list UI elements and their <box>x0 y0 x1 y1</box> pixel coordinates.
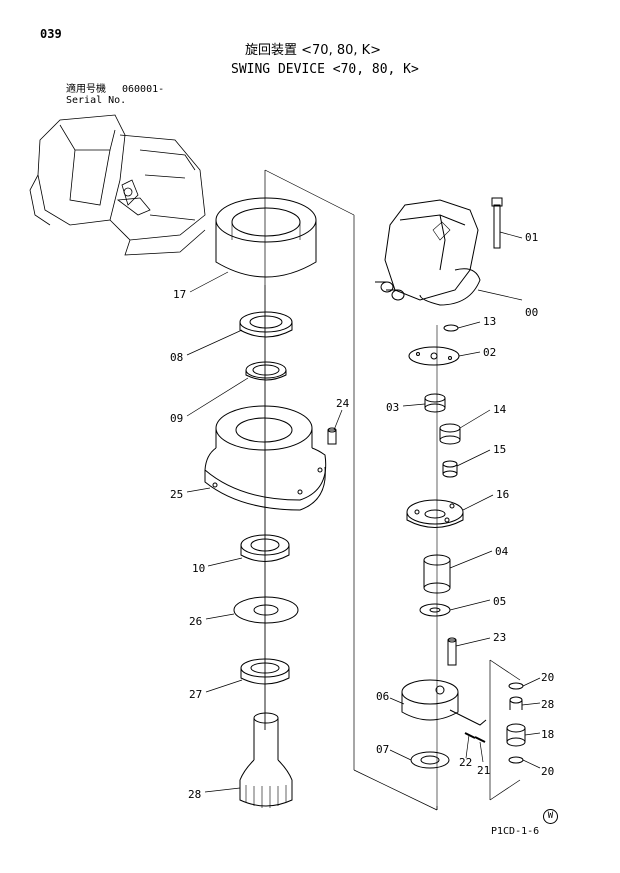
label-27: 27 <box>189 688 203 701</box>
label-07: 07 <box>376 743 390 756</box>
label-03: 03 <box>386 401 400 414</box>
page-number: 039 <box>40 27 62 41</box>
side-needle-bearing-part <box>509 696 523 710</box>
label-06: 06 <box>376 690 390 703</box>
plate-part <box>408 346 460 366</box>
label-10: 10 <box>192 562 206 575</box>
label-26: 26 <box>189 615 203 628</box>
label-02: 02 <box>483 346 497 359</box>
title-english: SWING DEVICE <70, 80, K> <box>231 62 419 77</box>
bolt-part <box>491 197 503 249</box>
serial-label-japanese: 適用号機 <box>66 84 106 95</box>
label-28-bearing: 28 <box>541 698 555 711</box>
swing-motor-part <box>375 199 481 306</box>
label-18: 18 <box>541 728 555 741</box>
housing-part <box>204 405 327 511</box>
title-japanese: 旋回装置 <70, 80, K> <box>245 43 382 58</box>
label-24: 24 <box>336 397 350 410</box>
bearing-bottom-part <box>240 534 290 562</box>
excavator-sketch <box>29 114 206 256</box>
side-washer-bottom-part <box>508 756 524 764</box>
label-21: 21 <box>477 764 491 777</box>
serial-label-english: Serial No. <box>66 95 127 106</box>
serial-value: 060001- <box>122 84 165 95</box>
label-00: 00 <box>525 306 539 319</box>
label-09: 09 <box>170 412 184 425</box>
label-23: 23 <box>493 631 507 644</box>
bearing-top-part <box>239 311 293 338</box>
label-01: 01 <box>525 231 539 244</box>
label-17: 17 <box>173 288 187 301</box>
second-carrier-part <box>401 679 487 726</box>
label-28-shaft: 28 <box>188 788 202 801</box>
needle-bearing-part <box>442 460 458 478</box>
collar-part <box>240 658 290 685</box>
label-20-top: 20 <box>541 671 555 684</box>
label-08: 08 <box>170 351 184 364</box>
bottom-washer-part <box>410 751 450 769</box>
sun-gear-part <box>424 393 446 413</box>
label-14: 14 <box>493 403 507 416</box>
pinion-shaft-part <box>239 712 293 808</box>
planet-gear-lower-part <box>506 723 526 747</box>
thrust-washer-part <box>419 603 451 617</box>
label-05: 05 <box>493 595 507 608</box>
ring-gear-part <box>215 197 317 278</box>
page-code: P1CD-1-6 <box>491 826 540 837</box>
plug-part <box>327 427 337 445</box>
label-22: 22 <box>459 756 473 769</box>
washer-part <box>233 596 299 624</box>
label-13: 13 <box>483 315 497 328</box>
carrier-part <box>406 499 464 528</box>
planet-gear-part <box>439 423 461 445</box>
spring-pin-part <box>464 732 476 739</box>
label-25: 25 <box>170 488 184 501</box>
side-washer-top-part <box>508 682 524 690</box>
pin-part <box>447 637 457 666</box>
label-16: 16 <box>496 488 510 501</box>
o-ring-part <box>443 324 459 332</box>
label-15: 15 <box>493 443 507 456</box>
label-04: 04 <box>495 545 509 558</box>
region-mark: W <box>543 809 558 824</box>
second-sun-gear-part <box>423 554 451 594</box>
second-spring-pin-part <box>474 736 486 743</box>
label-20-bottom: 20 <box>541 765 555 778</box>
oil-seal-part <box>245 361 287 381</box>
